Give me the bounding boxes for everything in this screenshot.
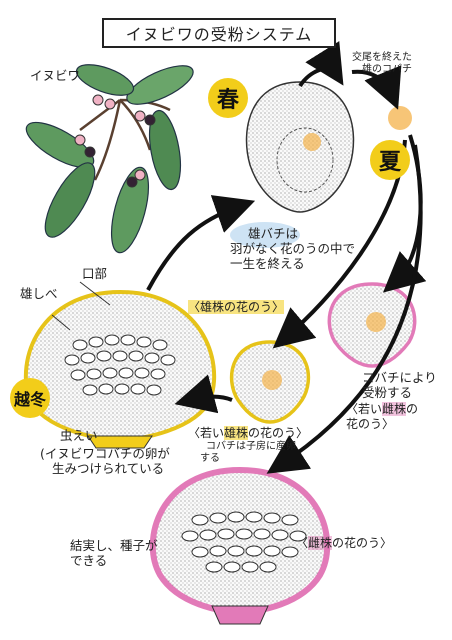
page-title: イヌビワの受粉システム: [102, 18, 336, 48]
male-syconium-overwinter: [24, 281, 216, 449]
male-fate-note: 雄バチは 羽がなく花のうの中で 一生を終える: [230, 226, 355, 271]
season-summer-badge: 夏: [370, 140, 410, 180]
stamen-label: 雄しべ: [20, 286, 58, 301]
plant-label: イヌビワ: [30, 68, 81, 83]
young-male-suffix: の花のう〉: [248, 426, 309, 440]
insect-gall-note-line1: (イヌビワコバチの卵が: [40, 446, 170, 461]
young-female-highlight: 雌株: [382, 402, 407, 416]
seed-note-line2: できる: [70, 553, 108, 568]
pollination-note: コバチにより 受粉する: [362, 370, 437, 400]
season-spring-badge: 春: [208, 78, 248, 118]
female-caption-highlight: 雌株: [308, 536, 333, 550]
female-caption-prefix: 〈: [296, 536, 309, 550]
male-fate-highlight: [230, 222, 300, 248]
insect-gall-note-line2: 生みつけられている: [52, 461, 165, 476]
seed-note-line1: 結実し、種子が: [70, 538, 158, 553]
young-male-note-line2: する: [200, 453, 220, 464]
young-female-caption: 〈若い雌株の 花のう〉: [346, 402, 418, 432]
insect-gall-label: 虫えい: [60, 428, 98, 443]
male-syconium-caption-text: 〈雄株の花のう〉: [188, 300, 285, 314]
female-caption-suffix: の花のう〉: [332, 536, 393, 550]
pollination-line2: 受粉する: [362, 385, 413, 400]
mouth-label: 口部: [82, 266, 108, 281]
mated-male-wasp-note: 交尾を終えた 雄のコバチ: [352, 52, 412, 76]
seed-note: 結実し、種子が できる: [70, 538, 158, 568]
young-female-prefix: 〈若い: [346, 402, 383, 416]
male-fate-line1: 雄バチは: [248, 226, 299, 241]
insect-gall-note: (イヌビワコバチの卵が 生みつけられている: [40, 446, 170, 476]
male-fate-line3: 一生を終える: [230, 256, 305, 271]
mated-male-wasp-note-line1: 交尾を終えた: [352, 52, 412, 63]
male-syconium-caption: 〈雄株の花のう〉: [188, 300, 285, 315]
young-male-syconium: [229, 340, 311, 424]
mated-male-wasp-glow: [388, 106, 412, 130]
young-male-prefix: 〈若い: [188, 426, 225, 440]
young-male-note-line1: コバチは子房に産卵: [206, 441, 296, 452]
young-male-highlight: 雄株: [224, 426, 249, 440]
male-fate-line2: 羽がなく花のうの中で: [230, 241, 356, 256]
season-autumn-winter-badge: 越冬: [10, 378, 50, 418]
young-female-suffix: の: [406, 402, 419, 416]
young-female-line2: 花のう〉: [346, 417, 395, 431]
young-male-caption: 〈若い雄株の花のう〉 コバチは子房に産卵 する: [188, 426, 308, 465]
spring-male-syconium: [245, 81, 355, 213]
female-syconium-caption: 〈雌株の花のう〉: [296, 536, 392, 551]
inubiwa-branch-illustration: [25, 64, 194, 254]
pollination-line1: コバチにより: [362, 370, 437, 385]
female-syconium: [149, 466, 331, 625]
mated-male-wasp-note-line2: 雄のコバチ: [362, 64, 412, 75]
